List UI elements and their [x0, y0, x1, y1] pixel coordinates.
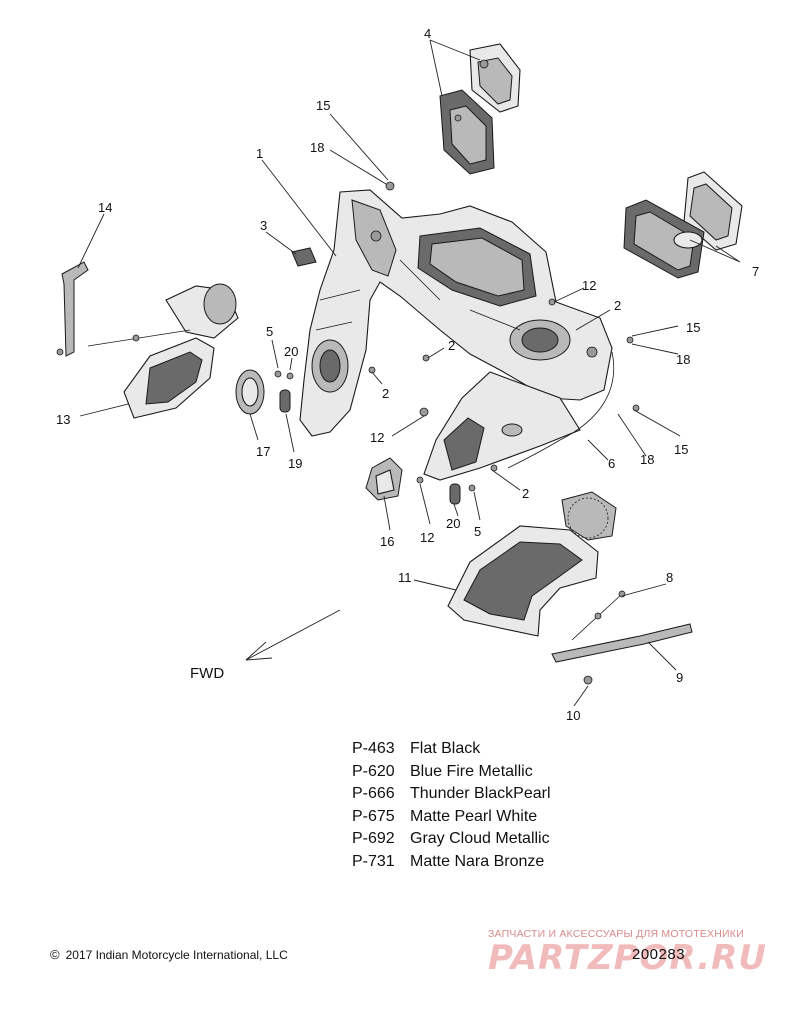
part-4-glovebox-doors — [439, 43, 521, 175]
callout-17: 17 — [256, 444, 270, 459]
copyright-symbol: © — [50, 947, 60, 962]
callout-8: 8 — [666, 570, 673, 585]
hardware-fasteners — [56, 181, 640, 685]
diagram-number: 200283 — [632, 946, 686, 963]
paint-code-row: P-731 Matte Nara Bronze — [352, 851, 551, 874]
callout-14: 14 — [98, 200, 112, 215]
watermark-tagline: ЗАПЧАСТИ И АКСЕССУАРЫ ДЛЯ МОТОТЕХНИКИ — [488, 928, 744, 940]
part-7-pocket-doors — [623, 171, 743, 279]
paint-code-row: P-675 Matte Pearl White — [352, 806, 551, 829]
callout-7: 7 — [752, 264, 759, 279]
callout-15: 15 — [686, 320, 700, 335]
paint-name: Blue Fire Metallic — [410, 762, 533, 780]
callout-19: 19 — [288, 456, 302, 471]
paint-name: Thunder BlackPearl — [410, 785, 551, 803]
paint-code-row: P-692 Gray Cloud Metallic — [352, 828, 551, 851]
callout-18: 18 — [640, 452, 654, 467]
callout-18: 18 — [676, 352, 690, 367]
callout-2: 2 — [522, 486, 529, 501]
callout-1: 1 — [256, 146, 263, 161]
callout-3: 3 — [260, 218, 267, 233]
part-1-inner-fairing — [299, 189, 613, 437]
callout-18: 18 — [310, 140, 324, 155]
paint-code: P-675 — [352, 807, 395, 825]
callout-16: 16 — [380, 534, 394, 549]
paint-code-row: P-666 Thunder BlackPearl — [352, 783, 551, 806]
part-6-trim-strip — [507, 351, 615, 469]
part-17-speaker-grille — [235, 369, 265, 415]
paint-name: Matte Nara Bronze — [410, 852, 545, 870]
part-8-rod — [571, 590, 626, 641]
paint-name: Flat Black — [410, 740, 481, 757]
part-19-button — [279, 389, 291, 413]
callout-20: 20 — [284, 344, 298, 359]
paint-name: Gray Cloud Metallic — [410, 830, 550, 848]
part-14-bracket — [61, 261, 89, 357]
paint-code-row: P-463 Flat Black — [352, 738, 551, 761]
paint-code: P-731 — [352, 852, 395, 870]
callout-2: 2 — [448, 338, 455, 353]
callout-12: 12 — [582, 278, 596, 293]
watermark-brand: PARTZPOR.RU — [488, 938, 767, 978]
callout-2: 2 — [382, 386, 389, 401]
callout-9: 9 — [676, 670, 683, 685]
callout-2: 2 — [614, 298, 621, 313]
paint-name: Matte Pearl White — [410, 807, 538, 825]
callout-11: 11 — [398, 570, 412, 585]
paint-code: P-620 — [352, 762, 395, 780]
forward-direction-label: FWD — [190, 665, 225, 682]
paint-code: P-463 — [352, 740, 395, 757]
copyright-text: 2017 Indian Motorcycle International, LL… — [65, 948, 288, 962]
callout-15: 15 — [674, 442, 688, 457]
callout-12: 12 — [420, 530, 434, 545]
paint-code-row: P-620 Blue Fire Metallic — [352, 761, 551, 784]
paint-code: P-692 — [352, 830, 395, 848]
part-11-outer-fairing — [447, 491, 617, 637]
callout-10: 10 — [566, 708, 580, 723]
leader-lines — [77, 39, 741, 707]
callout-5: 5 — [474, 524, 481, 539]
watermark: ЗАПЧАСТИ И АКСЕССУАРЫ ДЛЯ МОТОТЕХНИКИ PA… — [488, 928, 788, 978]
forward-arrow — [245, 609, 341, 661]
callout-6: 6 — [608, 456, 615, 471]
part-3-switch-bezel — [291, 247, 317, 267]
paint-code: P-666 — [352, 785, 395, 803]
part-1-lower-panel — [423, 371, 581, 481]
callout-5: 5 — [266, 324, 273, 339]
callout-15: 15 — [316, 98, 330, 113]
part-9-brace — [551, 623, 693, 663]
callout-20: 20 — [446, 516, 460, 531]
callout-12: 12 — [370, 430, 384, 445]
callout-labels: 4 15 18 1 14 3 7 12 2 5 15 2 20 18 2 13 … — [56, 26, 759, 723]
part-16-trim-cover — [365, 457, 403, 501]
copyright-notice: © 2017 Indian Motorcycle International, L… — [50, 947, 288, 962]
callout-13: 13 — [56, 412, 70, 427]
part-13-left-pod — [87, 283, 239, 419]
callout-4: 4 — [424, 26, 431, 41]
